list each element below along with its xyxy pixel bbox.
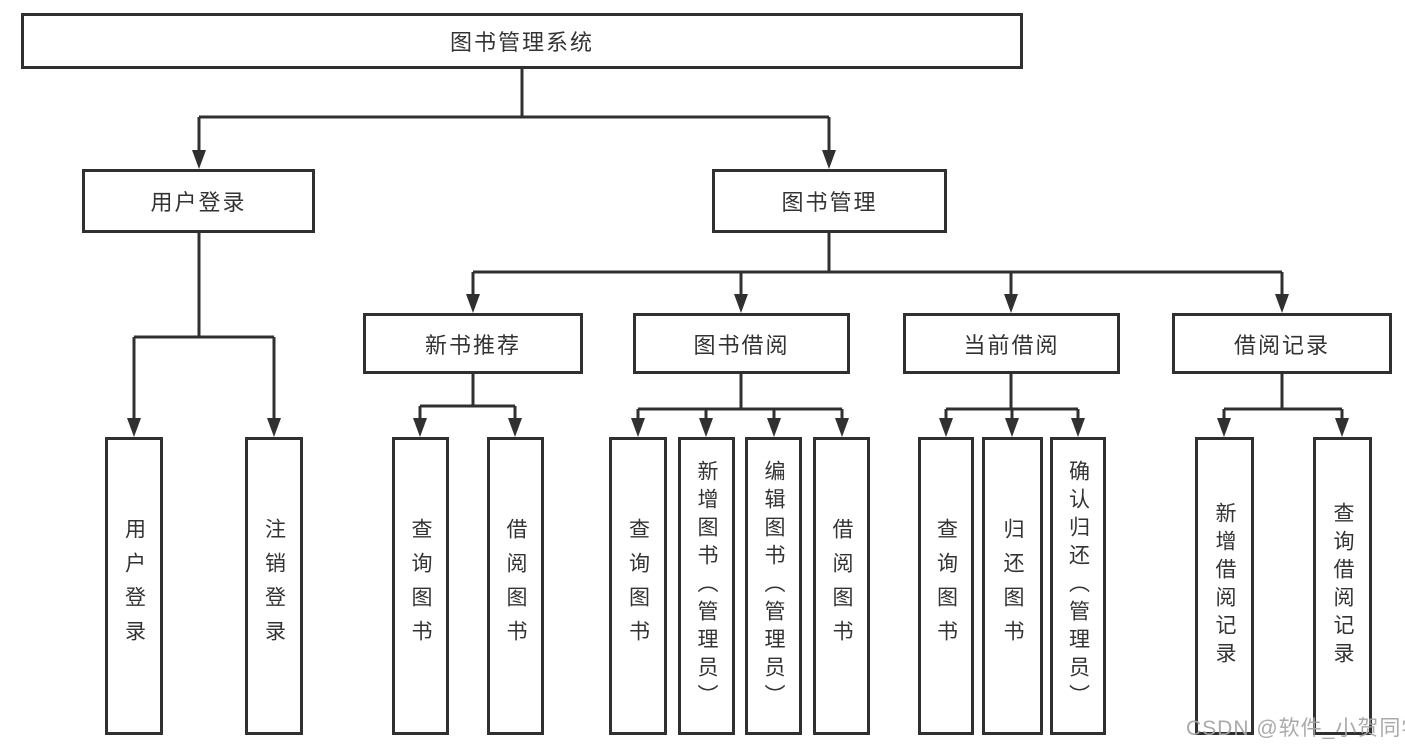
node-label: 图书管理 xyxy=(781,190,878,215)
node-label: 新增图书（管理员） xyxy=(695,460,718,712)
node-label: 注销登录 xyxy=(262,518,286,654)
node-leaf-query-borrow-record: 查询借阅记录 xyxy=(1313,437,1372,735)
node-leaf-borrow-book-1: 借阅图书 xyxy=(487,437,544,735)
node-leaf-add-book-admin: 新增图书（管理员） xyxy=(678,437,735,735)
node-label: 借阅记录 xyxy=(1233,332,1330,358)
node-leaf-confirm-return-admin: 确认归还（管理员） xyxy=(1050,437,1106,735)
node-label: 新增借阅记录 xyxy=(1213,502,1236,670)
node-label: 新书推荐 xyxy=(424,332,521,358)
node-current-borrow: 当前借阅 xyxy=(903,313,1120,374)
csdn-watermark: CSDN @软件_小贺同学 xyxy=(1186,717,1405,740)
node-book-borrow: 图书借阅 xyxy=(633,313,850,374)
node-label: 用户登录 xyxy=(150,190,247,215)
arrowheads xyxy=(127,150,1349,437)
node-leaf-return-book: 归还图书 xyxy=(982,437,1043,735)
node-label: 当前借阅 xyxy=(963,332,1060,358)
node-label: 图书管理系统 xyxy=(449,30,594,55)
node-leaf-query-book-1: 查询图书 xyxy=(392,437,449,735)
node-label: 确认归还（管理员） xyxy=(1066,460,1090,712)
node-label: 查询图书 xyxy=(934,518,958,654)
node-book-mgmt-branch: 图书管理 xyxy=(712,169,947,233)
node-system-root: 图书管理系统 xyxy=(21,13,1023,69)
node-leaf-edit-book-admin: 编辑图书（管理员） xyxy=(745,437,802,735)
node-label: 归还图书 xyxy=(1001,518,1024,654)
node-leaf-query-book-2: 查询图书 xyxy=(609,437,667,735)
node-label: 查询图书 xyxy=(626,518,650,654)
node-label: 借阅图书 xyxy=(504,518,527,654)
node-label: 用户登录 xyxy=(122,518,146,654)
node-leaf-user-login: 用户登录 xyxy=(105,437,163,735)
connector-paths xyxy=(132,69,1344,420)
node-label: 编辑图书（管理员） xyxy=(762,460,785,712)
node-label: 图书借阅 xyxy=(693,332,790,358)
node-leaf-add-borrow-record: 新增借阅记录 xyxy=(1195,437,1254,735)
node-leaf-query-book-3: 查询图书 xyxy=(918,437,974,735)
node-user-login-branch: 用户登录 xyxy=(82,169,315,233)
node-label: 借阅图书 xyxy=(830,518,853,654)
node-label: 查询借阅记录 xyxy=(1331,502,1354,670)
node-borrow-records: 借阅记录 xyxy=(1172,313,1392,374)
node-leaf-borrow-book-2: 借阅图书 xyxy=(813,437,870,735)
node-new-book-recommend: 新书推荐 xyxy=(363,313,583,374)
node-label: 查询图书 xyxy=(409,518,432,654)
node-leaf-logout: 注销登录 xyxy=(245,437,303,735)
